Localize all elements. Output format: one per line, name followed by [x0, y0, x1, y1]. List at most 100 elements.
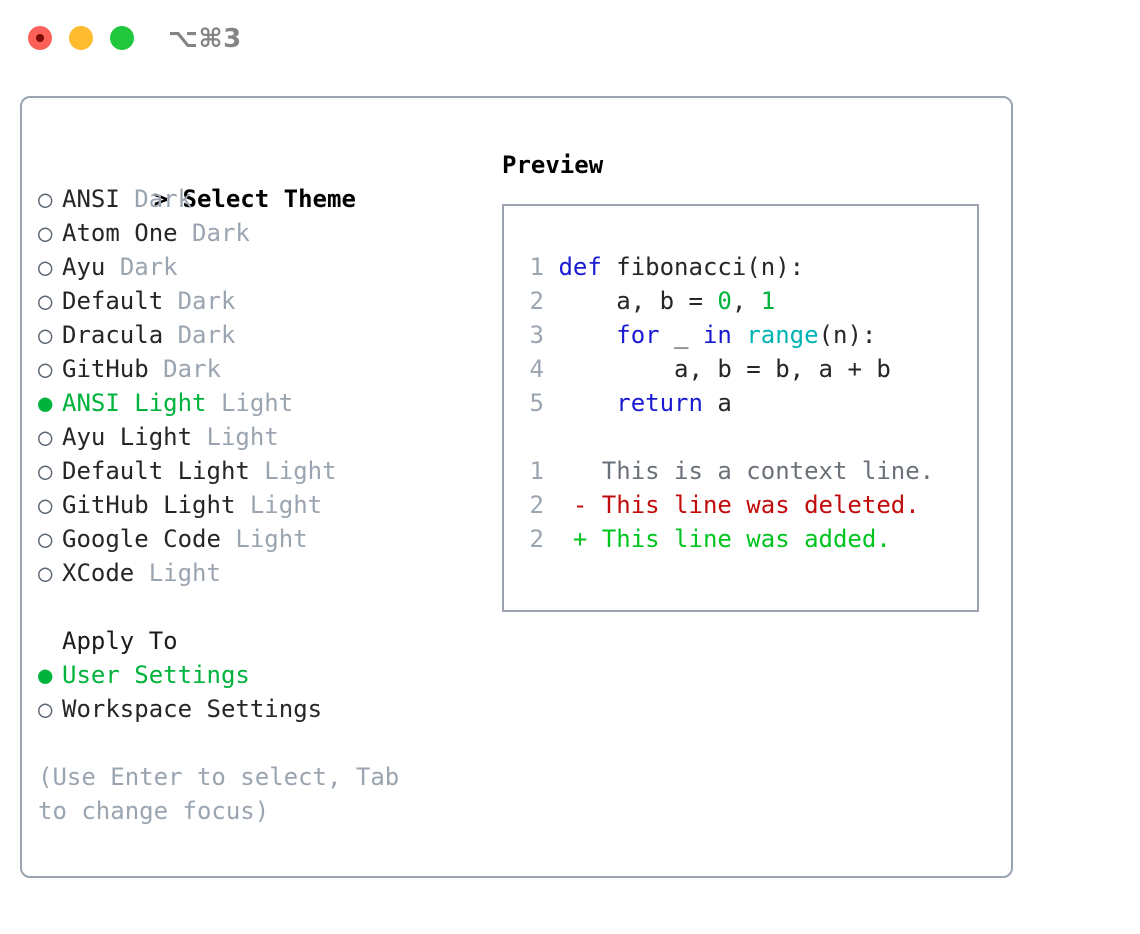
theme-list-item[interactable]: ○Atom One Dark	[38, 216, 478, 250]
spacer	[235, 491, 249, 519]
line-number: 2	[529, 287, 544, 315]
theme-name-label: Default	[62, 287, 164, 315]
radio-unselected-icon: ○	[38, 287, 53, 315]
code-token-plain	[558, 389, 616, 417]
theme-mode-tag: Dark	[192, 219, 250, 247]
code-token-plain	[732, 321, 746, 349]
preview-heading: Preview	[502, 151, 604, 179]
code-token-kw: in	[702, 321, 732, 349]
theme-list-item[interactable]: ● ANSI Light Light	[38, 386, 478, 420]
theme-name-label: GitHub	[62, 355, 149, 383]
theme-mode-tag: Light	[206, 423, 279, 451]
theme-list-heading: > Select Theme	[38, 148, 478, 213]
theme-name-label: ANSI	[62, 185, 120, 213]
radio-unselected-icon: ○	[38, 695, 53, 723]
line-number: 2	[529, 525, 544, 553]
theme-list-item[interactable]: ○GitHub Dark	[38, 352, 478, 386]
theme-list-item[interactable]: ○ Default Light Light	[38, 454, 478, 488]
gutter-gap	[544, 253, 558, 281]
theme-mode-tag: Light	[148, 559, 221, 587]
gutter-gap	[544, 321, 558, 349]
spacer	[207, 389, 221, 417]
radio-unselected-icon: ○	[38, 355, 53, 383]
code-token-plain	[558, 321, 616, 349]
theme-name-label: Dracula	[62, 321, 164, 349]
gutter-gap	[544, 389, 558, 417]
line-number: 1	[529, 457, 544, 485]
apply-to-item[interactable]: ●User Settings	[38, 658, 478, 692]
line-number: 4	[529, 355, 544, 383]
radio-unselected-icon: ○	[38, 253, 53, 281]
code-line: 4 a, b = b, a + b	[518, 352, 891, 386]
apply-to-list: ●User Settings ○ Workspace Settings	[38, 658, 478, 726]
radio-selected-icon: ●	[38, 389, 53, 417]
code-token-plain: fibonacci(n):	[601, 253, 805, 281]
code-token-plain: (n):	[818, 321, 877, 349]
spacer	[221, 525, 235, 553]
minimize-button[interactable]	[69, 26, 93, 50]
apply-to-label: Workspace Settings	[62, 695, 323, 723]
line-number: 2	[529, 491, 544, 519]
theme-mode-tag: Dark	[134, 185, 193, 213]
theme-mode-tag: Dark	[177, 287, 236, 315]
spacer	[149, 355, 163, 383]
code-token-plain: _	[659, 321, 703, 349]
spacer	[250, 457, 264, 485]
window-titlebar: ⌥⌘3	[0, 0, 1140, 78]
code-line: 5 return a	[518, 386, 891, 420]
caret-marker: >	[153, 185, 169, 213]
theme-list-item[interactable]: ○ Ayu Dark	[38, 250, 478, 284]
theme-list-item[interactable]: ○ GitHub Light Light	[38, 488, 478, 522]
radio-unselected-icon: ○	[38, 457, 53, 485]
spacer	[163, 321, 177, 349]
theme-heading-text: Select Theme	[182, 185, 356, 213]
code-line: 3 for _ in range(n):	[518, 318, 891, 352]
maximize-button[interactable]	[110, 26, 134, 50]
apply-to-item[interactable]: ○ Workspace Settings	[38, 692, 478, 726]
theme-mode-tag: Dark	[119, 253, 178, 281]
theme-list-item[interactable]: ○ ANSI Dark	[38, 182, 478, 216]
diff-text-ctx: This is a context line.	[544, 457, 935, 485]
code-token-num: 1	[760, 287, 776, 315]
code-line: 2 a, b = 0, 1	[518, 284, 891, 318]
radio-unselected-icon: ○	[38, 491, 53, 519]
spacer	[163, 287, 177, 315]
code-token-plain: a	[702, 389, 732, 417]
theme-name-label: GitHub Light	[62, 491, 236, 519]
code-token-plain: a, b =	[558, 287, 718, 315]
theme-list-item[interactable]: ○Google Code Light	[38, 522, 478, 556]
theme-mode-tag: Dark	[177, 321, 236, 349]
line-number: 5	[529, 389, 544, 417]
diff-line: 2 + This line was added.	[518, 522, 934, 556]
theme-name-label: Default Light	[62, 457, 250, 485]
traffic-lights	[28, 26, 134, 50]
theme-mode-tag: Light	[264, 457, 337, 485]
code-line: 1 def fibonacci(n):	[518, 250, 891, 284]
theme-mode-tag: Light	[220, 389, 294, 417]
theme-list-item[interactable]: ○Ayu Light Light	[38, 420, 478, 454]
theme-list-item[interactable]: ○XCode Light	[38, 556, 478, 590]
keyboard-hint: (Use Enter to select, Tab to change focu…	[38, 763, 414, 825]
theme-name-label: ANSI Light	[62, 389, 207, 417]
close-button[interactable]	[28, 26, 52, 50]
spacer	[134, 559, 148, 587]
code-token-num: 0	[717, 287, 732, 315]
theme-list-item[interactable]: ○Dracula Dark	[38, 318, 478, 352]
radio-selected-icon: ●	[38, 661, 53, 689]
theme-name-label: Ayu Light	[62, 423, 193, 451]
theme-mode-tag: Light	[249, 491, 323, 519]
theme-list: ○ANSI Dark○Atom One Dark○Ayu Dark○Defaul…	[38, 182, 478, 590]
diff-text-add: + This line was added.	[544, 525, 891, 553]
theme-selector-panel: > Select Theme ○ANSI Dark○Atom One Dark○…	[38, 148, 478, 828]
window-title-shortcut: ⌥⌘3	[168, 24, 242, 54]
theme-list-item[interactable]: ○ Default Dark	[38, 284, 478, 318]
code-token-kw: def	[558, 253, 602, 281]
line-number: 3	[529, 321, 544, 349]
radio-unselected-icon: ○	[38, 185, 53, 213]
gutter-gap	[544, 355, 558, 383]
theme-name-label: Google Code	[62, 525, 221, 553]
theme-name-label: Ayu	[62, 253, 106, 281]
